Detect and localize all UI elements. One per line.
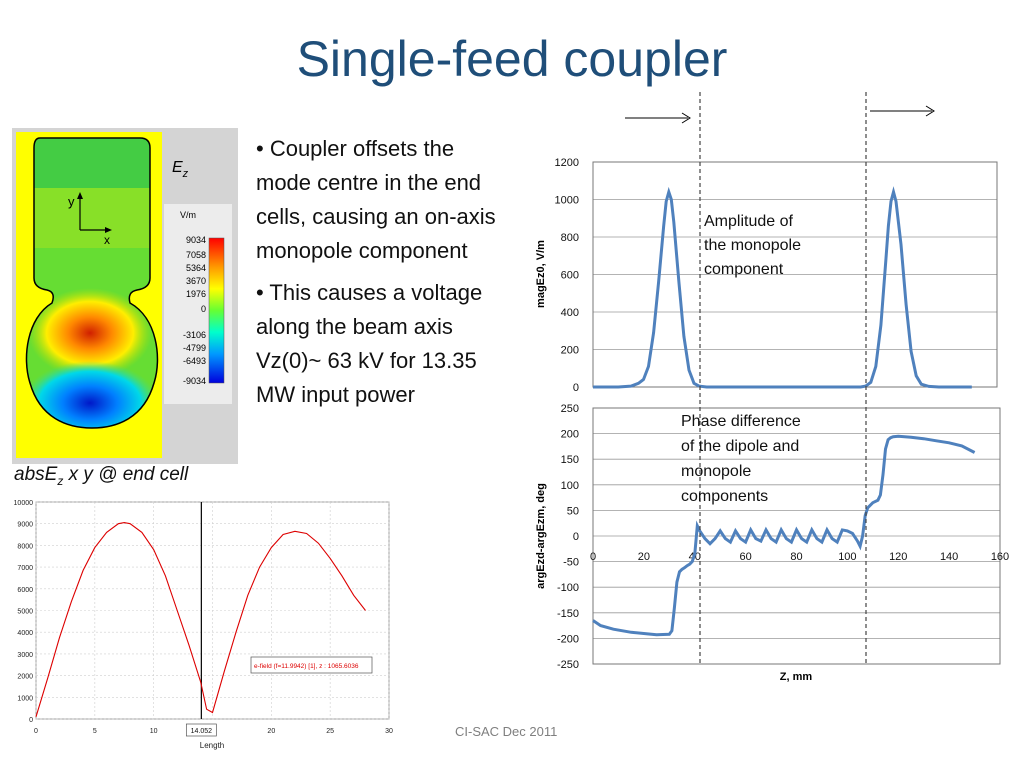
y-axis-label: magEz0, V/m [535, 240, 547, 308]
efield-length-chart: 0100020003000400050006000700080009000100… [14, 500, 393, 750]
sim-legend-value: -3106 [183, 330, 206, 340]
sim-legend-labels: 9034 7058 5364 3670 1976 0 -3106 -4799 -6493 -903… [183, 235, 206, 386]
y-tick-label: 0 [573, 382, 579, 394]
marker-value-box [185, 723, 217, 737]
x-tick-label: 25 [326, 728, 334, 735]
x-tick-label: 30 [385, 728, 393, 735]
sim-legend-value: 5364 [186, 263, 206, 273]
annotation-line: components [681, 488, 769, 505]
bullet-list: • Coupler offsets the mode centre in the… [256, 132, 506, 420]
x-tick-label: 160 [991, 551, 1009, 563]
legend-box [250, 656, 373, 674]
y-tick-label: -50 [563, 557, 579, 569]
x-tick-label: 80 [790, 551, 802, 563]
sim-field-label: Ez [172, 159, 189, 180]
bullet-item: • Coupler offsets the mode centre in the… [256, 136, 496, 263]
x-tick-label: 60 [740, 551, 752, 563]
y-tick-label: 600 [561, 270, 579, 282]
x-axis-label: Length [200, 741, 224, 750]
x-tick-label: 10 [150, 728, 158, 735]
x-tick-label: 20 [638, 551, 650, 563]
sim-legend-value: 0 [201, 304, 206, 314]
sim-legend-value: -4799 [183, 343, 206, 353]
field-simulation-svg: y x Ez V/m 9034 7058 5364 3670 1976 0 -3106 -47… [12, 128, 238, 464]
y-tick-label: 400 [561, 307, 579, 319]
x-tick-label: 15 [209, 728, 217, 735]
y-tick-label: 1200 [555, 157, 579, 169]
arrow-right-head [925, 105, 935, 117]
x-tick-label: 100 [838, 551, 856, 563]
y-tick-label: 1000 [17, 695, 33, 702]
sim-legend-value: 7058 [186, 250, 206, 260]
y-tick-label: 800 [561, 232, 579, 244]
y-tick-label: 200 [561, 345, 579, 357]
footer-text: CI-SAC Dec 2011 [455, 724, 558, 739]
sim-legend-value: 1976 [186, 289, 206, 299]
phase-annotation: Phase difference of the dipole and monop… [681, 409, 801, 509]
annotation-line: the monopole [704, 237, 801, 254]
x-tick-label: 140 [940, 551, 958, 563]
amplitude-annotation: Amplitude of the monopole component [704, 210, 801, 282]
annotation-line: of the dipole and [681, 438, 800, 455]
sim-legend-unit: V/m [180, 210, 196, 220]
y-tick-label: 7000 [17, 565, 33, 572]
y-tick-label: 9000 [17, 522, 33, 529]
x-tick-label: 20 [267, 728, 275, 735]
y-tick-label: 8000 [17, 543, 33, 550]
y-tick-label: 4000 [17, 630, 33, 637]
y-tick-label: -100 [557, 582, 579, 594]
y-tick-label: 5000 [17, 609, 33, 616]
sim-color-scale [208, 237, 225, 384]
marker-value-label: 14.052 [191, 728, 213, 735]
y-tick-label: -150 [557, 608, 579, 620]
sim-legend-value: -9034 [183, 376, 206, 386]
y-tick-label: 250 [561, 403, 579, 415]
y-tick-label: 0 [573, 531, 579, 543]
y-tick-label: -200 [557, 633, 579, 645]
sim-axis-y-label: y [68, 194, 75, 209]
y-tick-label: 200 [561, 429, 579, 441]
x-tick-label: 5 [93, 728, 97, 735]
slide-title: Single-feed coupler [296, 31, 728, 87]
y-tick-label: 10000 [14, 500, 34, 507]
legend-entry: e-field (f=11.9942) [1], z : 1065.6036 [254, 663, 359, 670]
annotation-line: Phase difference [681, 413, 801, 430]
sim-legend-value: 9034 [186, 235, 206, 245]
sim-legend-value: 3670 [186, 276, 206, 286]
y-tick-label: -250 [557, 659, 579, 671]
x-tick-label: 0 [34, 728, 38, 735]
annotation-line: Amplitude of [704, 213, 793, 230]
region-markers [625, 92, 935, 664]
series-line [35, 522, 366, 717]
y-tick-label: 100 [561, 480, 579, 492]
y-tick-label: 3000 [17, 652, 33, 659]
y-axis-label: argEzd-argEzm, deg [535, 483, 547, 589]
y-tick-label: 2000 [17, 674, 33, 681]
y-tick-label: 50 [567, 505, 579, 517]
x-axis-label: Z, mm [780, 671, 813, 683]
bullet-item: • This causes a voltage along the beam a… [256, 280, 483, 407]
y-tick-label: 6000 [17, 587, 33, 594]
arrow-left-head [681, 112, 691, 124]
y-tick-label: 1000 [555, 195, 579, 207]
x-tick-label: 120 [889, 551, 907, 563]
sim-legend-value: -6493 [183, 356, 206, 366]
x-tick-label: 0 [590, 551, 596, 563]
y-tick-label: 0 [29, 717, 33, 724]
x-tick-label: 40 [689, 551, 701, 563]
annotation-line: component [704, 261, 784, 278]
sim-caption: absEz x y @ end cell [14, 464, 189, 488]
y-tick-label: 150 [561, 454, 579, 466]
annotation-line: monopole [681, 463, 752, 480]
sim-axis-x-label: x [104, 233, 110, 247]
field-simulation-image: y x Ez V/m 9034 7058 5364 3670 1976 0 -3106 -47… [12, 128, 238, 464]
plot-frame [35, 501, 390, 720]
